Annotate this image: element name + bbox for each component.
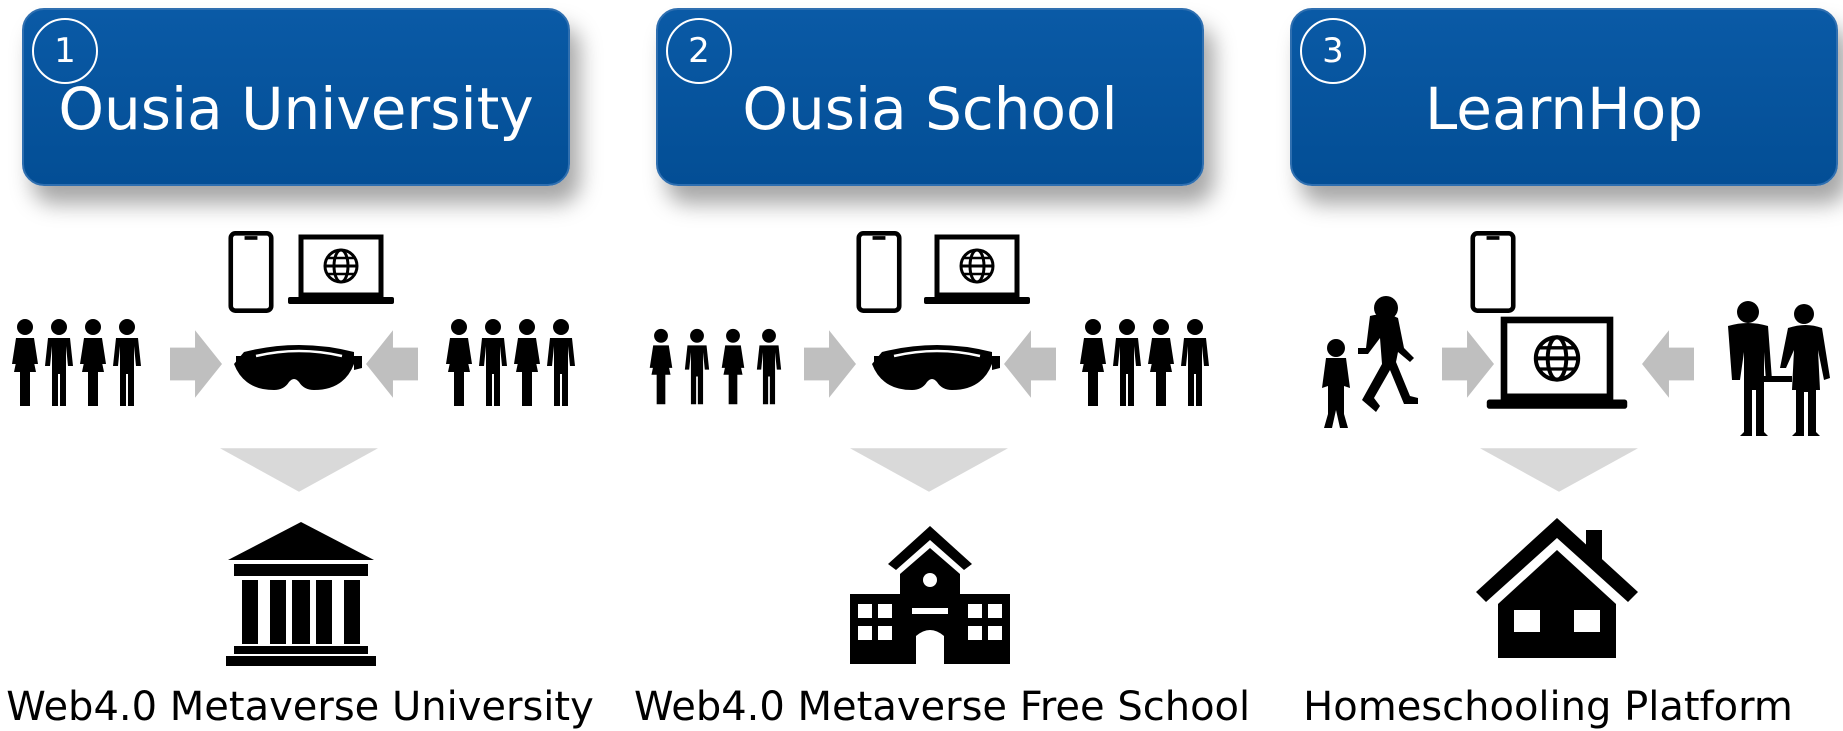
- arrow-left-icon: [366, 330, 418, 398]
- down-arrow-triangle: [1480, 448, 1638, 492]
- smartphone-icon: [1470, 228, 1516, 316]
- arrow-right-icon: [170, 330, 222, 398]
- caption: Web4.0 Metaverse Free School: [634, 684, 1251, 730]
- children-group-icon: [649, 328, 782, 405]
- header-card: 2 Ousia School: [656, 8, 1204, 186]
- school-building-icon: [850, 526, 1010, 664]
- people-group-icon: [446, 319, 575, 406]
- laptop-globe-icon: [920, 234, 1034, 314]
- children-silhouette-icon: [1322, 296, 1418, 428]
- vr-goggles-icon: [234, 338, 364, 398]
- vr-goggles-icon: [872, 338, 1002, 398]
- people-group-icon: [12, 319, 141, 406]
- down-arrow-triangle: [220, 448, 378, 492]
- caption: Homeschooling Platform: [1303, 684, 1793, 730]
- house-icon: [1476, 518, 1638, 658]
- header-title: Ousia University: [58, 75, 534, 143]
- step-number-badge: 1: [32, 18, 98, 84]
- column-learnhop: 3 LearnHop Homeschooling Platform: [1268, 0, 1838, 730]
- arrow-left-icon: [1642, 330, 1694, 398]
- arrow-right-icon: [804, 330, 856, 398]
- smartphone-icon: [228, 228, 274, 316]
- step-number-badge: 3: [1300, 18, 1366, 84]
- header-title: LearnHop: [1424, 75, 1704, 143]
- header-title: Ousia School: [742, 75, 1118, 143]
- column-ousia-school: 2 Ousia School Web4.0 Metaverse Fre: [634, 0, 1250, 730]
- university-building-icon: [226, 522, 376, 666]
- header-card: 1 Ousia University: [22, 8, 570, 186]
- people-group-icon: [1080, 319, 1209, 406]
- caption: Web4.0 Metaverse University: [6, 684, 594, 730]
- down-arrow-triangle: [850, 448, 1008, 492]
- laptop-globe-icon: [1482, 316, 1632, 422]
- header-card: 3 LearnHop: [1290, 8, 1838, 186]
- step-number-badge: 2: [666, 18, 732, 84]
- laptop-globe-icon: [284, 234, 398, 314]
- elderly-couple-icon: [1728, 301, 1830, 436]
- arrow-left-icon: [1004, 330, 1056, 398]
- column-ousia-university: 1 Ousia University Web4.0 Metaverse Univ…: [0, 0, 594, 730]
- smartphone-icon: [856, 228, 902, 316]
